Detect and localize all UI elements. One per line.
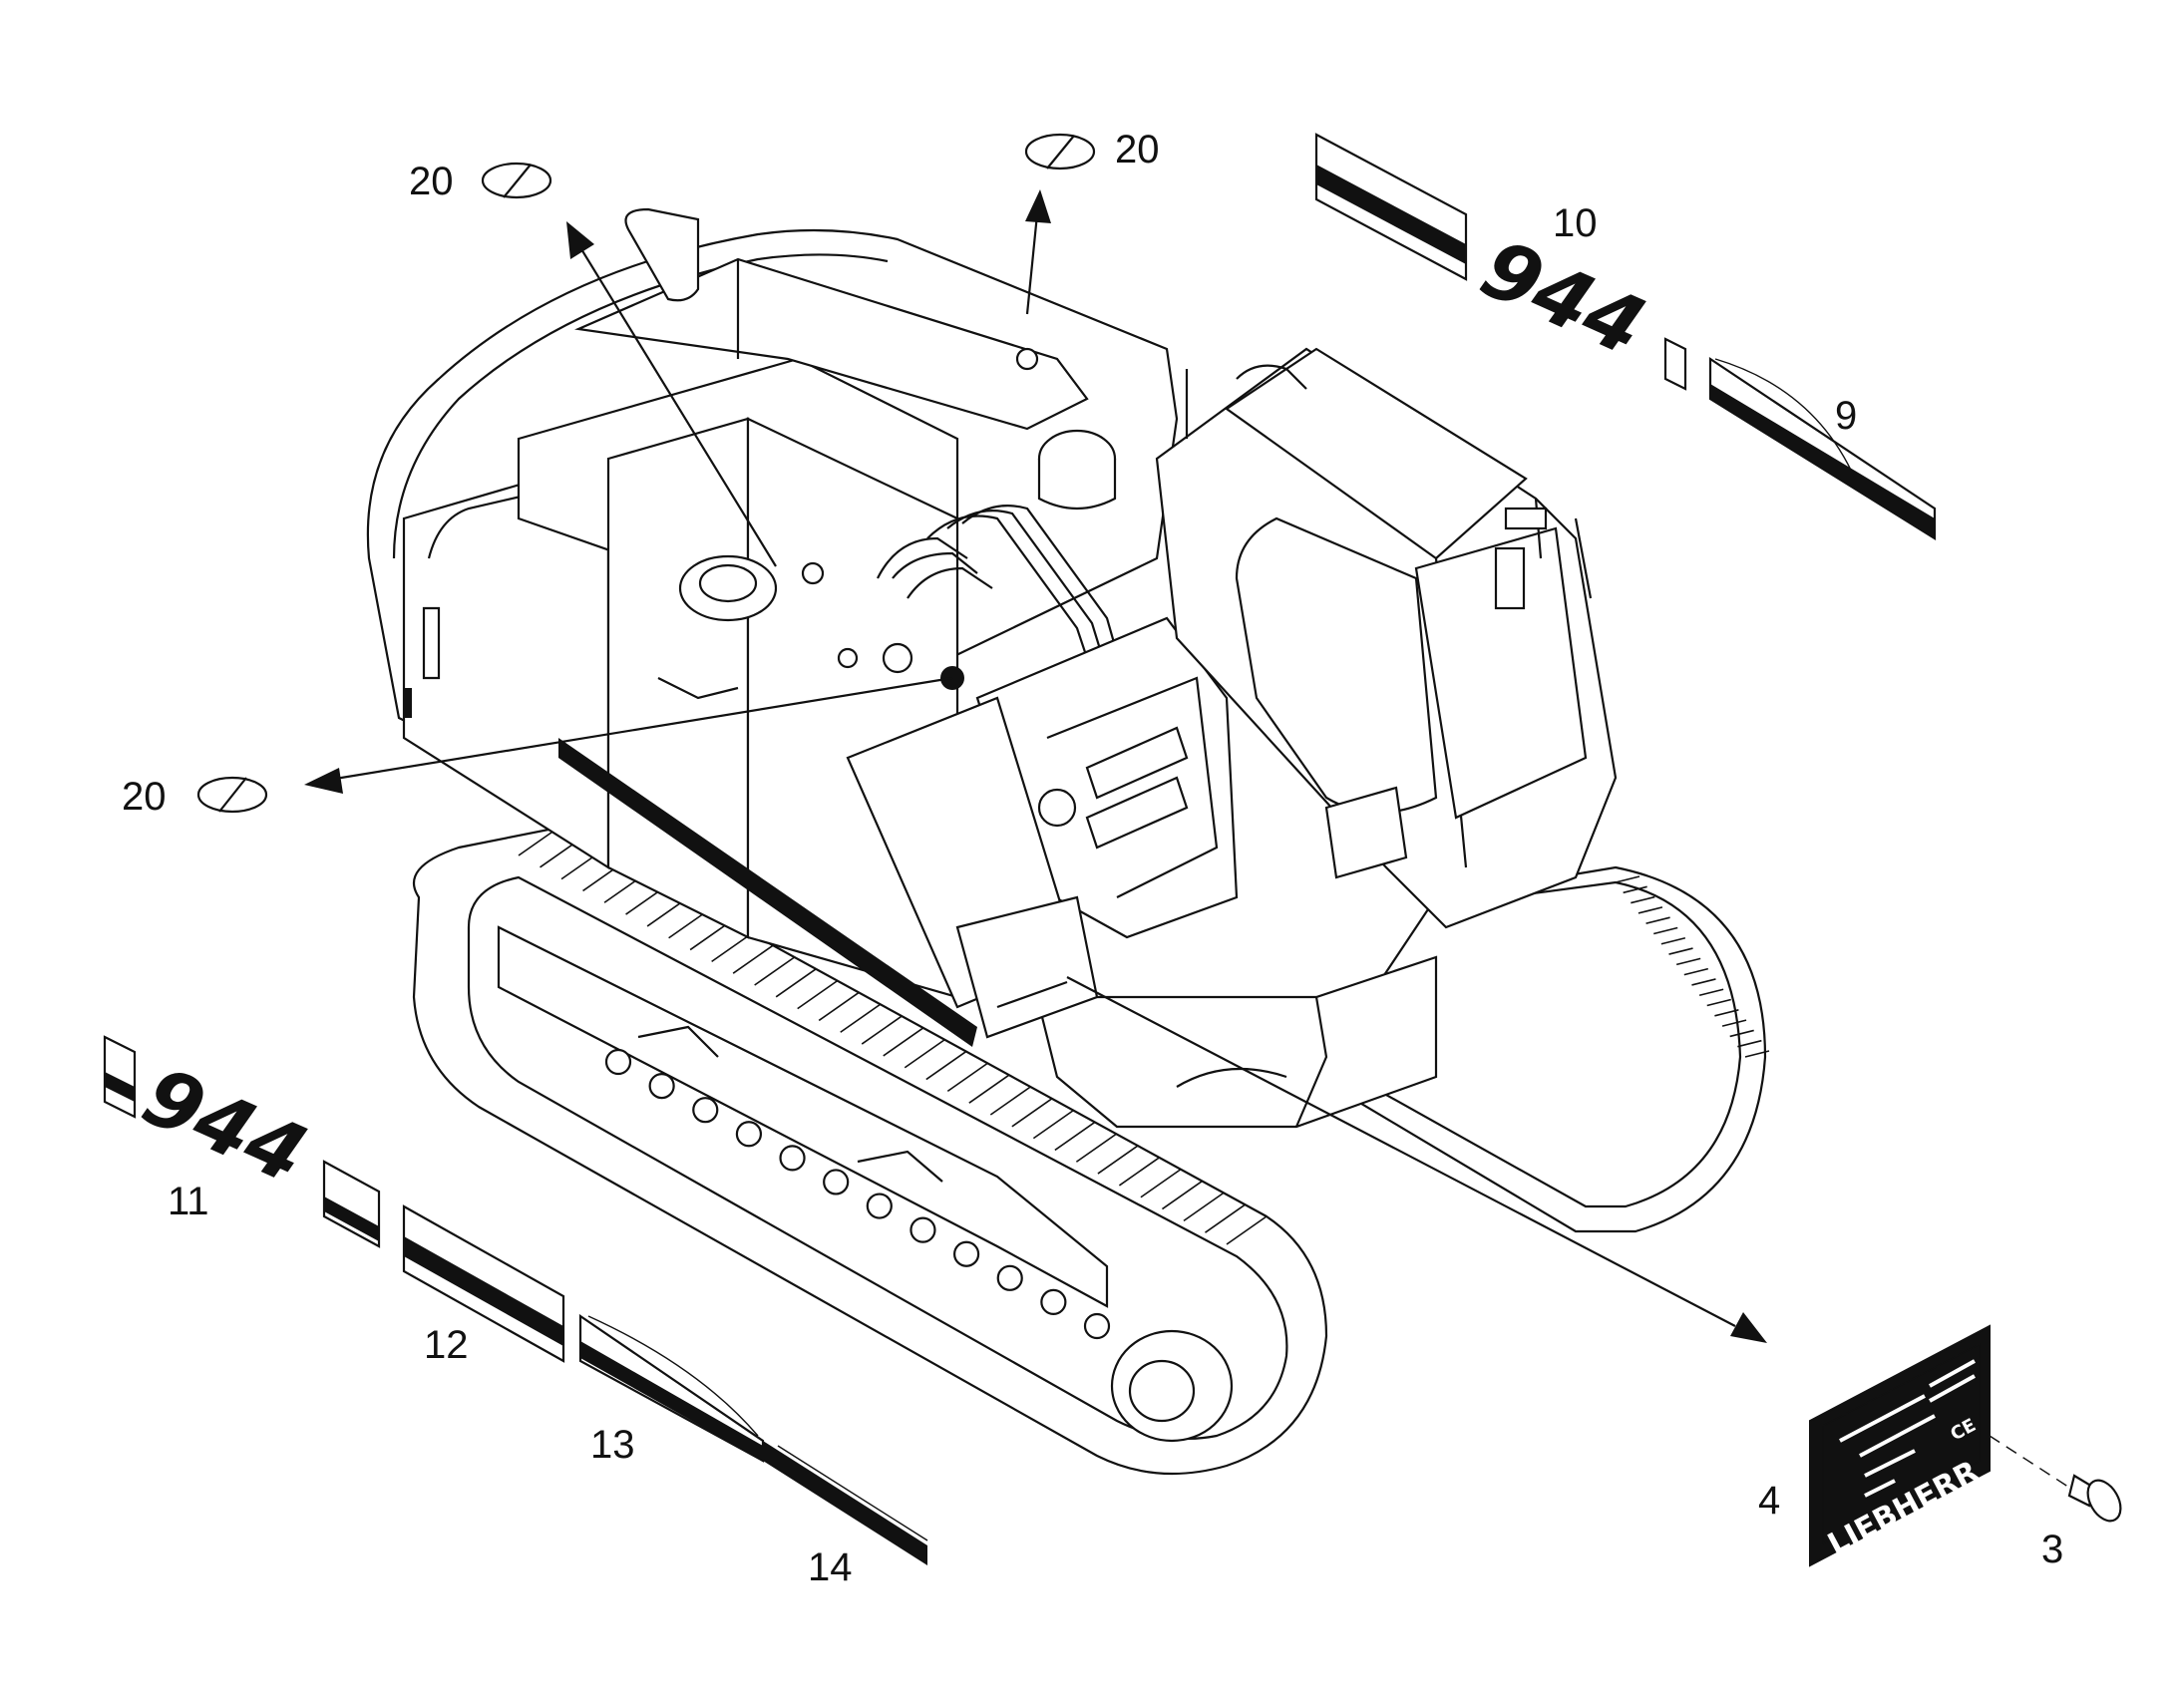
track-tread <box>1075 1133 1117 1163</box>
track-tread <box>1721 1019 1747 1027</box>
track-tread <box>1706 998 1731 1007</box>
track-tread <box>1637 906 1663 914</box>
decal-10-model-stripe: 944 <box>1314 133 1687 391</box>
decal-9-tapered-stripe <box>1708 356 1937 540</box>
front-crawler-track <box>412 826 1328 1476</box>
track-tread <box>1623 885 1647 894</box>
track-tread <box>711 932 753 963</box>
callout-13: 13 <box>590 1423 635 1467</box>
track-tread <box>1691 978 1716 986</box>
decal-14-stripe <box>763 1441 928 1565</box>
track-tread <box>1668 947 1693 955</box>
track-roller <box>1040 1288 1067 1316</box>
callout-12: 12 <box>424 1323 469 1367</box>
track-tread <box>1226 1215 1268 1245</box>
track-tread <box>904 1039 945 1069</box>
track-tread <box>1744 1050 1770 1058</box>
track-tread <box>989 1086 1031 1116</box>
operator-cab <box>1155 347 1618 929</box>
callout-11: 11 <box>168 1180 209 1223</box>
excavator-drawing <box>366 207 1770 1476</box>
track-roller <box>996 1264 1023 1291</box>
track-tread <box>1011 1098 1053 1128</box>
track-tread <box>1675 957 1701 966</box>
callout-10: 10 <box>1553 201 1598 245</box>
decal-11-side-number: 944 <box>103 1035 381 1248</box>
callout-20-top: 20 <box>1115 128 1160 171</box>
track-tread <box>1645 916 1670 924</box>
track-roller <box>823 1169 850 1196</box>
boom-foot-and-hoses <box>846 505 1239 1039</box>
track-roller <box>648 1072 675 1100</box>
track-tread <box>883 1027 924 1057</box>
track-tread <box>775 968 817 998</box>
track-tread <box>732 944 774 974</box>
upper-carriage <box>366 207 1179 1047</box>
callout-9: 9 <box>1835 394 1857 438</box>
track-roller <box>604 1048 632 1076</box>
track-tread <box>968 1074 1010 1104</box>
track-roller <box>1083 1312 1111 1340</box>
no-symbol-icon <box>1024 133 1096 171</box>
no-symbol-icon <box>481 162 552 199</box>
track-tread <box>1729 1029 1754 1038</box>
track-tread <box>1737 1039 1762 1048</box>
track-tread <box>797 979 839 1010</box>
track-roller <box>952 1240 980 1267</box>
track-tread <box>818 991 860 1022</box>
callout-20-hood: 20 <box>409 160 454 203</box>
track-roller <box>866 1193 893 1219</box>
track-tread <box>1097 1145 1139 1175</box>
track-roller <box>692 1097 719 1124</box>
track-roller <box>909 1216 936 1243</box>
track-tread <box>1653 926 1678 935</box>
callout-20-left: 20 <box>122 775 167 819</box>
track-tread <box>1161 1180 1203 1210</box>
callout-4: 4 <box>1758 1479 1780 1523</box>
track-tread <box>754 956 796 986</box>
part-4-type-plate: CE LIEBHERR <box>1809 1324 1991 1567</box>
callout-14: 14 <box>808 1545 853 1589</box>
track-tread <box>1631 895 1655 904</box>
rear-crawler-track <box>1314 865 1770 1233</box>
track-tread <box>1615 875 1640 883</box>
leader-lines <box>304 189 1767 1343</box>
track-tread <box>1698 988 1724 997</box>
track-tread <box>1054 1121 1096 1152</box>
track-tread <box>946 1062 988 1093</box>
track-tread <box>1714 1009 1739 1017</box>
track-tread <box>689 920 731 951</box>
track-tread <box>1118 1157 1160 1187</box>
track-tread <box>840 1003 882 1033</box>
carbody <box>1035 955 1438 1129</box>
track-roller <box>735 1121 763 1148</box>
track-tread <box>925 1050 967 1081</box>
track-tread <box>1660 936 1686 945</box>
track-tread <box>861 1015 903 1045</box>
part-3-screw <box>1989 1435 2122 1523</box>
decal-11-model-number: 944 <box>130 1049 319 1201</box>
track-tread <box>1683 967 1709 976</box>
track-tread <box>1205 1203 1246 1233</box>
decal-12-stripe <box>402 1204 565 1363</box>
callout-3: 3 <box>2041 1528 2063 1571</box>
track-tread <box>1183 1192 1225 1222</box>
no-symbol-icon <box>196 776 268 814</box>
track-tread <box>1140 1169 1182 1198</box>
track-tread <box>1032 1109 1074 1140</box>
track-roller <box>779 1145 806 1172</box>
